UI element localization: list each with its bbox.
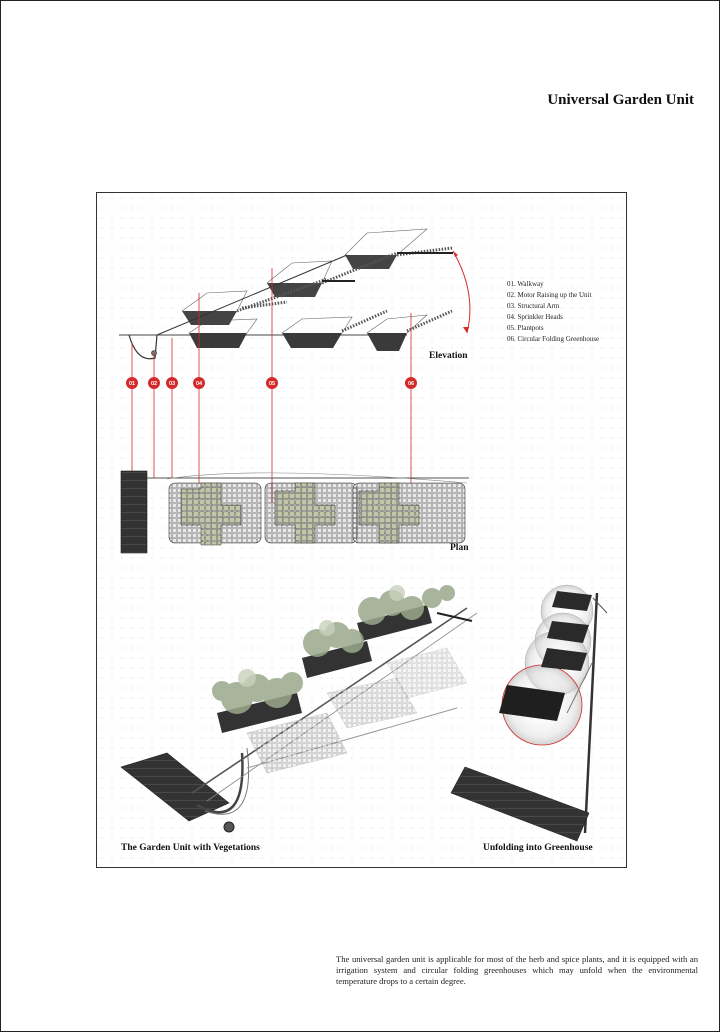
- legend-item-sprinkler-heads: 04. Sprinkler Heads: [507, 313, 563, 321]
- page-title: Universal Garden Unit: [547, 92, 694, 108]
- svg-text:06: 06: [408, 381, 414, 387]
- marker-06: 06: [405, 377, 417, 389]
- legend-item-structural-arm: 03. Structural Arm: [507, 302, 560, 310]
- marker-03: 03: [166, 377, 178, 389]
- elevation-drawing: [119, 228, 471, 360]
- vegetation-perspective: [120, 585, 478, 833]
- greenhouse-label: Unfolding into Greenhouse: [483, 843, 593, 853]
- marker-01: 01: [126, 377, 138, 389]
- legend: 01. Walkway 02. Motor Raising up the Uni…: [507, 279, 599, 345]
- plan-label: Plan: [450, 543, 469, 553]
- svg-text:04: 04: [196, 381, 203, 387]
- legend-item-walkway: 01. Walkway: [507, 280, 544, 288]
- elevation-label: Elevation: [429, 351, 468, 361]
- legend-item-plantpots: 05. Plantpots: [507, 324, 544, 332]
- legend-item-motor: 02. Motor Raising up the Unit: [507, 291, 592, 299]
- svg-text:05: 05: [269, 381, 275, 387]
- plan-drawing: [120, 470, 469, 554]
- greenhouse-drawing: [450, 584, 608, 842]
- svg-text:02: 02: [151, 381, 157, 387]
- marker-02: 02: [148, 377, 160, 389]
- marker-04: 04: [193, 377, 205, 389]
- marker-05: 05: [266, 377, 278, 389]
- svg-text:01: 01: [129, 381, 135, 387]
- diagram-canvas: 01 02 03 04 05 06: [97, 193, 626, 867]
- diagram-board: 01 02 03 04 05 06: [96, 192, 627, 868]
- description-caption: The universal garden unit is applicable …: [336, 954, 698, 986]
- vegetation-label: The Garden Unit with Vegetations: [121, 843, 260, 853]
- legend-item-greenhouse: 06. Circular Folding Greenhouse: [507, 335, 600, 343]
- svg-text:03: 03: [169, 381, 175, 387]
